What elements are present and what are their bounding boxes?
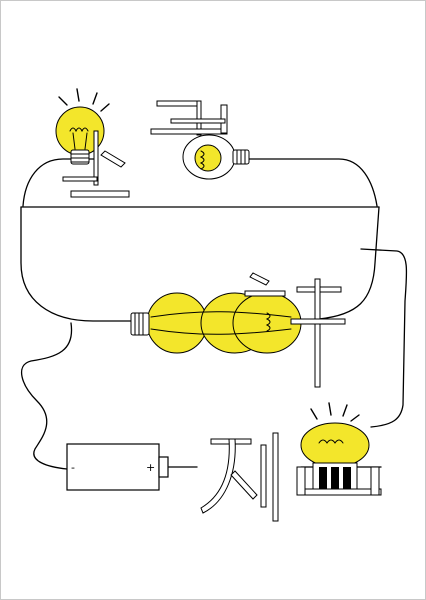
lightbulb-icon <box>130 292 302 354</box>
circuit-wire <box>20 158 408 470</box>
lightbulb-icon <box>300 402 370 495</box>
outlined-glyph-4 <box>200 432 279 522</box>
lightbulb-icon <box>55 88 110 165</box>
battery-negative-label: - <box>71 461 75 474</box>
battery-positive-label: + <box>146 461 155 474</box>
outlined-glyph-3 <box>244 272 346 388</box>
outlined-glyph-1 <box>62 130 130 198</box>
outlined-glyph-5 <box>296 466 382 496</box>
battery-icon: - + <box>66 443 169 491</box>
light-rays-icon <box>310 402 360 422</box>
lightbulb-icon <box>182 134 250 180</box>
outlined-glyph-2 <box>150 100 228 136</box>
light-rays-icon <box>58 88 110 112</box>
